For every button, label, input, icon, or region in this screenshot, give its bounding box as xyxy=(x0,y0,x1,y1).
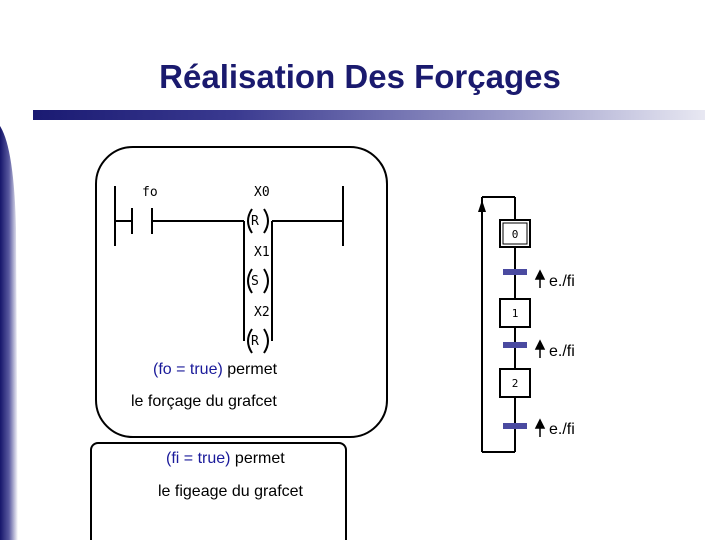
figeage-note-line1: (fi = true) permet xyxy=(166,450,285,468)
slide-title: Réalisation Des Forçages xyxy=(159,58,561,95)
forcage-condition: (fo = true) xyxy=(153,361,223,378)
coil-x1-type: S xyxy=(251,274,259,289)
coil-x0-type: R xyxy=(251,214,259,229)
forcage-note-line2: le forçage du grafcet xyxy=(131,393,277,410)
forcage-note-suffix: permet xyxy=(222,361,278,378)
coil-x1-label: X1 xyxy=(254,245,270,260)
step-2-box xyxy=(499,368,531,398)
contact-fo-label: fo xyxy=(142,185,158,200)
figeage-condition: (fi = true) xyxy=(166,450,231,467)
figeage-frame xyxy=(90,442,347,540)
step-1-label: 1 xyxy=(512,307,519,320)
transition-3-bar xyxy=(503,423,527,429)
loop-arrow xyxy=(478,200,486,212)
transition-1-condition: e./fi xyxy=(549,273,575,290)
figeage-note-line2: le figeage du grafcet xyxy=(158,483,303,500)
forcage-note-line1: (fo = true) permet xyxy=(153,361,277,379)
transition-1-bar xyxy=(503,269,527,275)
step-0-label: 0 xyxy=(512,228,519,241)
step-0-inner xyxy=(502,222,528,245)
transition-2-bar xyxy=(503,342,527,348)
coil-x0-label: X0 xyxy=(254,185,270,200)
step-0-box xyxy=(499,219,531,248)
step-2-label: 2 xyxy=(512,377,519,390)
coil-x2-type: R xyxy=(251,334,259,349)
title-underline xyxy=(33,110,705,120)
coil-x2-label: X2 xyxy=(254,305,270,320)
figeage-note-suffix: permet xyxy=(230,450,285,467)
left-decorative-band xyxy=(0,126,18,540)
transition-3-condition: e./fi xyxy=(549,421,575,438)
step-1-box xyxy=(499,298,531,328)
ladder-diagram-frame xyxy=(95,146,388,438)
transition-2-condition: e./fi xyxy=(549,343,575,360)
